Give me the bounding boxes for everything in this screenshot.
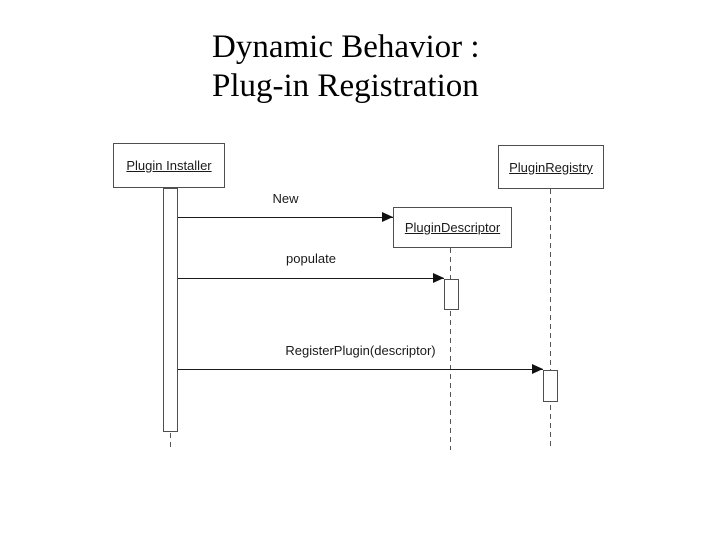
actor-label-plugin-descriptor: PluginDescriptor	[404, 220, 501, 235]
message-label-populate: populate	[286, 251, 336, 266]
actor-label-plugin-installer: Plugin Installer	[126, 158, 212, 173]
title-line-1: Dynamic Behavior :	[212, 29, 480, 65]
lifeline-plugin-installer	[170, 433, 171, 450]
activation-bar-plugin-installer	[163, 188, 178, 432]
message-arrow-new	[178, 212, 393, 222]
message-arrow-register-plugin	[178, 364, 543, 374]
message-label-register-plugin: RegisterPlugin(descriptor)	[285, 343, 436, 358]
actor-box-plugin-installer: Plugin Installer	[113, 143, 225, 188]
activation-bar-plugin-registry	[543, 370, 558, 402]
title-line-2: Plug-in Registration	[212, 68, 479, 104]
actor-label-plugin-registry: PluginRegistry	[509, 159, 593, 175]
message-label-new: New	[272, 191, 299, 206]
lifeline-plugin-descriptor	[450, 248, 451, 450]
lifeline-plugin-registry	[550, 189, 551, 450]
arrowhead-icon	[382, 212, 393, 222]
arrowhead-icon	[532, 364, 543, 374]
actor-box-plugin-registry: PluginRegistry	[498, 145, 604, 189]
activation-bar-plugin-descriptor	[444, 279, 459, 310]
page-title: Dynamic Behavior : Plug-in Registration	[212, 28, 480, 106]
message-arrow-populate	[178, 273, 444, 283]
arrowhead-icon	[433, 273, 444, 283]
actor-box-plugin-descriptor: PluginDescriptor	[393, 207, 512, 248]
